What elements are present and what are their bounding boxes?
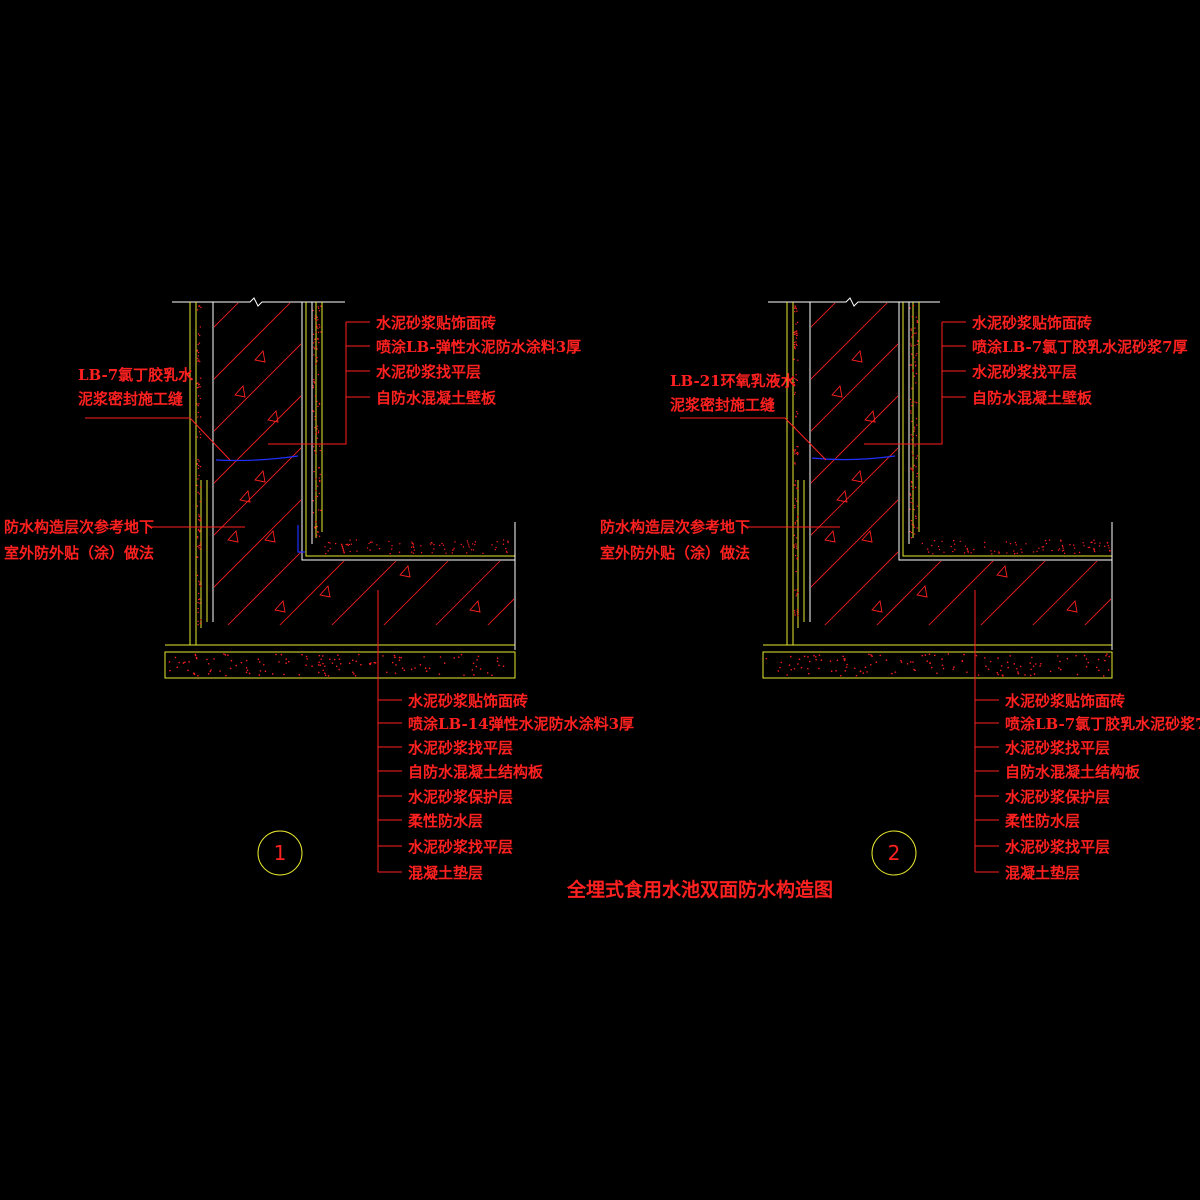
floor-layer-label: 喷涂LB-14弹性水泥防水涂料3厚 [408,715,634,733]
detail-2: 2 水泥砂浆贴饰面砖 喷涂LB-7氯丁胶乳水泥砂浆7厚 水泥砂浆找平层 自防水混… [600,297,1200,882]
floor-layer-label: 水泥砂浆找平层 [408,739,513,757]
floor-layer-label: 自防水混凝土结构板 [408,763,544,781]
joint-label-line: 泥浆密封施工缝 [78,390,183,408]
floor-layer-label: 喷涂LB-7氯丁胶乳水泥砂浆7厚 [1005,715,1200,733]
drawing-title: 全埋式食用水池双面防水构造图 [566,878,833,901]
wall-layer-label: 水泥砂浆找平层 [376,363,481,381]
wall-layer-label: 喷涂LB-7氯丁胶乳水泥砂浆7厚 [972,338,1188,356]
floor-layer-label: 水泥砂浆找平层 [408,838,513,856]
construction-joint-seal-line [215,455,299,462]
wall-layer-label: 喷涂LB-弹性水泥防水涂料3厚 [376,338,581,356]
floor-layer-label: 水泥砂浆找平层 [1005,838,1110,856]
floor-layer-label: 混凝土垫层 [1005,864,1080,882]
floor-layer-label: 混凝土垫层 [408,864,483,882]
outer-label-line: 防水构造层次参考地下 [4,518,154,536]
floor-layer-label: 水泥砂浆保护层 [408,788,513,806]
detail-1-drawing [85,297,516,876]
floor-layer-label: 柔性防水层 [1005,812,1080,830]
floor-layer-label: 水泥砂浆贴饰面砖 [408,692,528,710]
joint-label-line: 泥浆密封施工缝 [670,396,775,414]
outer-label-line: 防水构造层次参考地下 [600,518,750,536]
outer-label-line: 室外防外贴（涂）做法 [600,544,750,562]
joint-label-line: LB-7氯丁胶乳水 [78,366,194,384]
outer-label-line: 室外防外贴（涂）做法 [4,544,154,562]
detail-number: 1 [274,841,287,865]
joint-label-line: LB-21环氧乳液水 [670,372,797,390]
wall-layer-label: 水泥砂浆贴饰面砖 [972,314,1092,332]
wall-layer-label: 水泥砂浆找平层 [972,363,1077,381]
detail-number-circle [871,830,917,876]
detail-1: 1 水泥砂浆贴饰面砖 喷涂LB-弹性水泥防水涂料3厚 水泥砂浆找平层 自防水混凝… [4,297,634,882]
wall-layer-label: 水泥砂浆贴饰面砖 [376,314,496,332]
construction-joint-seal-line [811,455,896,461]
detail-number: 2 [888,841,901,865]
wall-layer-label: 自防水混凝土壁板 [376,389,497,407]
wall-layer-label: 自防水混凝土壁板 [972,389,1093,407]
detail-number-circle [257,830,303,876]
floor-layer-label: 水泥砂浆找平层 [1005,739,1110,757]
floor-layer-label: 水泥砂浆保护层 [1005,788,1110,806]
floor-layer-label: 自防水混凝土结构板 [1005,763,1141,781]
waterproof-edge-line [297,525,305,553]
floor-layer-label: 柔性防水层 [408,812,483,830]
floor-layer-label: 水泥砂浆贴饰面砖 [1005,692,1125,710]
